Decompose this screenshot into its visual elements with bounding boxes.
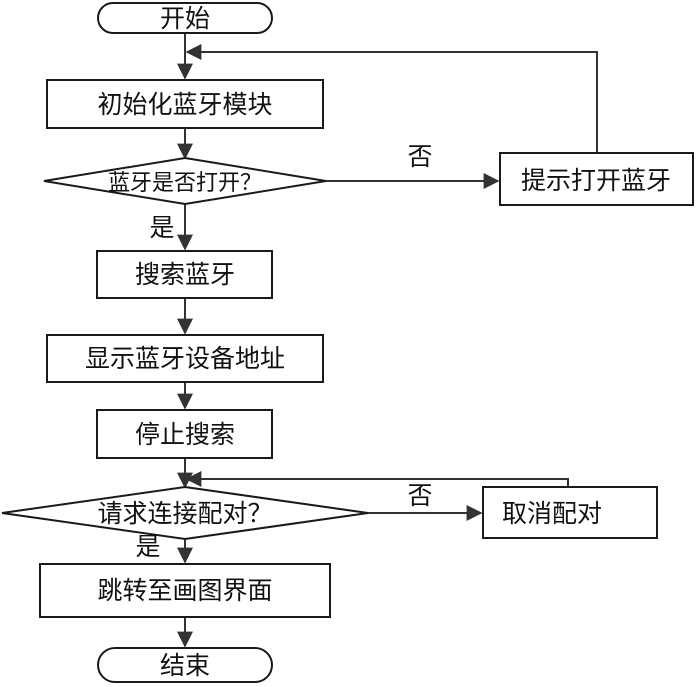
stop-search-label: 停止搜索 bbox=[135, 420, 235, 449]
show-device-address-label: 显示蓝牙设备地址 bbox=[85, 344, 285, 373]
edge-label-yes-pair: 是 bbox=[135, 532, 160, 561]
start-node: 开始 bbox=[97, 2, 273, 34]
check-bluetooth-label: 蓝牙是否打开？ bbox=[108, 171, 262, 196]
start-label: 开始 bbox=[160, 4, 210, 33]
cancel-pairing-node: 取消配对 bbox=[482, 486, 658, 539]
init-bluetooth-node: 初始化蓝牙模块 bbox=[46, 79, 324, 129]
edge-label-yes-bluetooth: 是 bbox=[149, 213, 174, 242]
edge-label-no-pair: 否 bbox=[407, 481, 432, 510]
prompt-open-bluetooth-label: 提示打开蓝牙 bbox=[521, 166, 671, 195]
end-label: 结束 bbox=[160, 651, 210, 680]
jump-drawing-screen-node: 跳转至画图界面 bbox=[39, 563, 331, 618]
search-bluetooth-node: 搜索蓝牙 bbox=[96, 250, 273, 299]
search-bluetooth-label: 搜索蓝牙 bbox=[135, 260, 235, 289]
connectors bbox=[177, 33, 598, 648]
stop-search-node: 停止搜索 bbox=[96, 409, 273, 459]
cancel-pairing-label: 取消配对 bbox=[502, 499, 602, 528]
show-device-address-node: 显示蓝牙设备地址 bbox=[46, 334, 324, 383]
arrow-cancel-loop-back bbox=[185, 471, 569, 487]
check-bluetooth-decision: 蓝牙是否打开？ bbox=[43, 156, 327, 206]
init-bluetooth-label: 初始化蓝牙模块 bbox=[97, 90, 272, 119]
jump-drawing-screen-label: 跳转至画图界面 bbox=[97, 576, 272, 605]
pair-request-decision: 请求连接配对？ bbox=[1, 485, 369, 541]
arrow-prompt-loop-back bbox=[185, 44, 598, 153]
pair-request-label: 请求连接配对？ bbox=[97, 499, 272, 528]
prompt-open-bluetooth-node: 提示打开蓝牙 bbox=[499, 152, 694, 206]
end-node: 结束 bbox=[97, 647, 273, 683]
edge-label-no-bluetooth: 否 bbox=[407, 142, 432, 171]
